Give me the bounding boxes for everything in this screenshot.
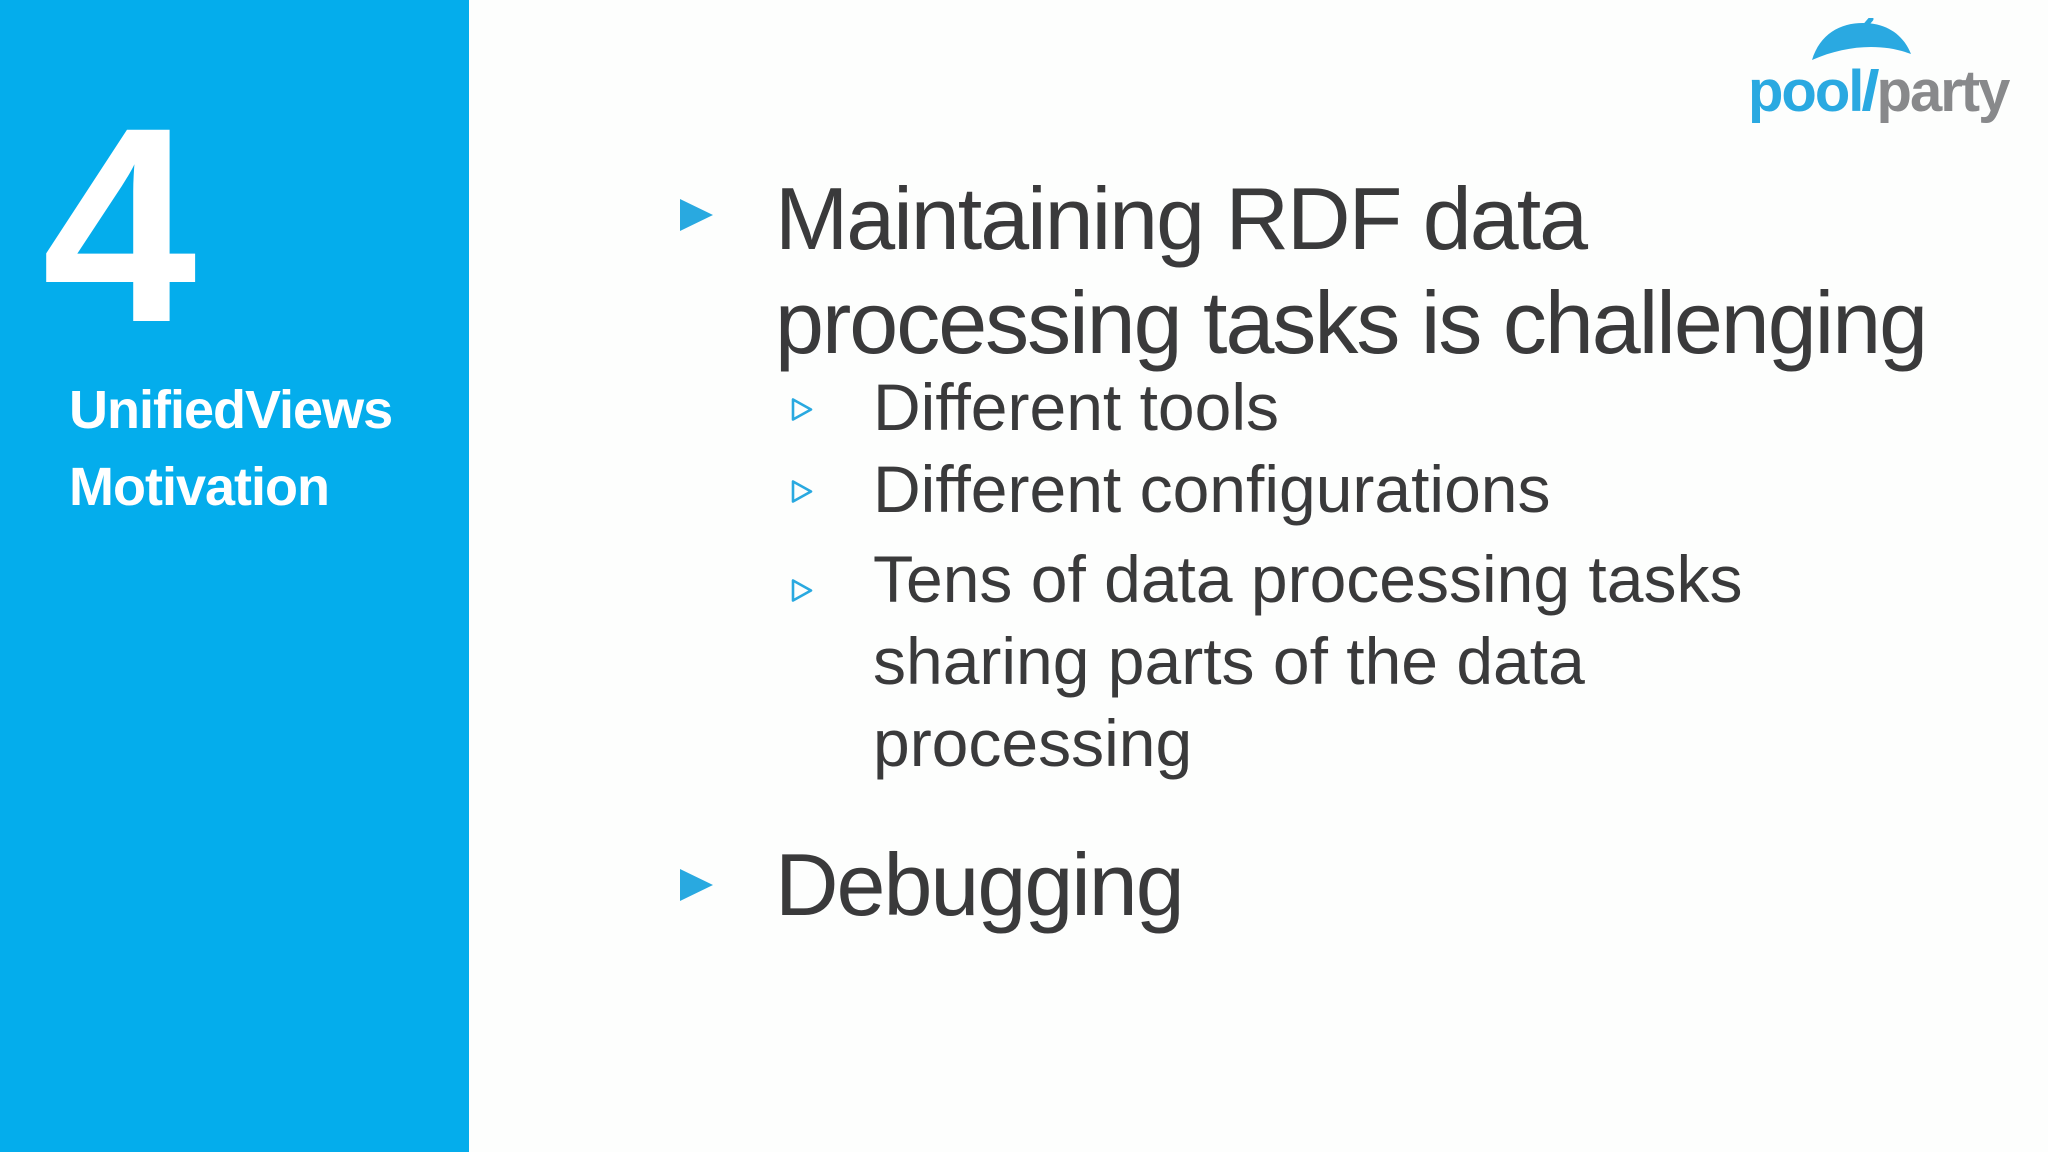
- bullet-triangle-icon: [680, 199, 713, 231]
- bullet-item: Maintaining RDF data processing tasks is…: [680, 167, 1975, 375]
- bullet-triangle-icon: [680, 869, 713, 901]
- sub-bullet-triangle-icon: [791, 398, 813, 421]
- sub-bullet-triangle-icon: [791, 579, 813, 602]
- section-number: 4: [42, 69, 197, 380]
- sub-bullet-text: Tens of data processing tasks sharing pa…: [873, 542, 1743, 780]
- logo-word-pool: pool: [1748, 59, 1864, 124]
- sub-bullet-item: Different configurations: [790, 448, 1551, 530]
- logo-text: poollparty: [1748, 59, 2011, 124]
- poolparty-logo: poollparty: [1748, 18, 2018, 124]
- section-title-line2: Motivation: [69, 457, 330, 517]
- sub-bullet-triangle-icon: [791, 480, 813, 503]
- sub-bullet-text: Different tools: [873, 370, 1279, 444]
- section-title: UnifiedViews Motivation: [69, 372, 393, 526]
- sub-bullet-text: Different configurations: [873, 452, 1551, 526]
- section-title-line1: UnifiedViews: [69, 380, 393, 440]
- bullet-item: Debugging: [680, 833, 1185, 937]
- logo-word-party: party: [1876, 59, 2011, 124]
- sub-bullet-item: Tens of data processing tasks sharing pa…: [790, 538, 1823, 784]
- sidebar: 4 UnifiedViews Motivation: [0, 0, 469, 1152]
- sub-bullet-item: Different tools: [790, 366, 1279, 448]
- bullet-text: Debugging: [775, 835, 1185, 934]
- bullet-text: Maintaining RDF data processing tasks is…: [775, 169, 1928, 372]
- umbrella-icon: [1812, 18, 1911, 60]
